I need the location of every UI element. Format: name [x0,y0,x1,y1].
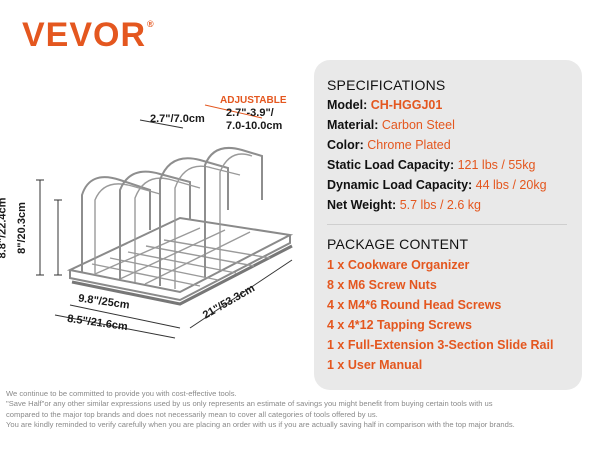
spec-label: Color: [327,138,368,152]
adjustable-range-label: 2.7"-3.9"/ [226,107,274,119]
specifications-title: SPECIFICATIONS [327,77,446,93]
spec-label: Net Weight: [327,198,400,212]
package-item: 1 x Full-Extension 3-Section Slide Rail [327,338,554,352]
package-item: 4 x 4*12 Tapping Screws [327,318,472,332]
spec-value: 44 lbs / 20kg [475,178,547,192]
spec-net-weight: Net Weight: 5.7 lbs / 2.6 kg [327,198,481,212]
spec-static-load: Static Load Capacity: 121 lbs / 55kg [327,158,535,172]
disclaimer-line: "Save Half"or any other similar expressi… [6,399,493,409]
spec-value: 121 lbs / 55kg [457,158,536,172]
spec-dynamic-load: Dynamic Load Capacity: 44 lbs / 20kg [327,178,547,192]
spec-value: Chrome Plated [367,138,451,152]
spec-material: Material: Carbon Steel [327,118,455,132]
spec-value: Carbon Steel [381,118,455,132]
panel-divider [327,224,567,225]
spec-label: Static Load Capacity: [327,158,458,172]
disclaimer-line: compared to the major top brands and doe… [6,409,378,419]
adjustable-label: ADJUSTABLE [220,95,287,106]
brand-logo: VEVOR® [22,18,155,52]
slot-width-label: 2.7"/7.0cm [150,113,205,125]
specifications-panel [314,60,582,390]
package-item: 1 x Cookware Organizer [327,258,470,272]
height-outer-label: 8.8"/22.4cm [0,197,9,259]
disclaimer-line: We continue to be committed to provide y… [6,389,237,398]
spec-value: CH-HGGJ01 [370,98,443,112]
package-item: 4 x M4*6 Round Head Screws [327,298,502,312]
brand-logo-text: VEVOR [22,16,147,54]
product-illustration [36,104,294,339]
adjustable-range-cm-label: 7.0-10.0cm [226,120,283,132]
package-item: 1 x User Manual [327,358,423,372]
height-inner-label: 8"/20.3cm [15,202,28,254]
spec-label: Model: [327,98,371,112]
spec-label: Dynamic Load Capacity: [327,178,476,192]
spec-model: Model: CH-HGGJ01 [327,98,442,112]
spec-color: Color: Chrome Plated [327,138,451,152]
trademark-symbol: ® [147,19,155,29]
disclaimer: We continue to be committed to provide y… [6,389,596,431]
spec-value: 5.7 lbs / 2.6 kg [399,198,481,212]
package-item: 8 x M6 Screw Nuts [327,278,437,292]
package-content-title: PACKAGE CONTENT [327,236,469,252]
disclaimer-line: You are kindly reminded to verify carefu… [6,420,515,430]
spec-label: Material: [327,118,382,132]
